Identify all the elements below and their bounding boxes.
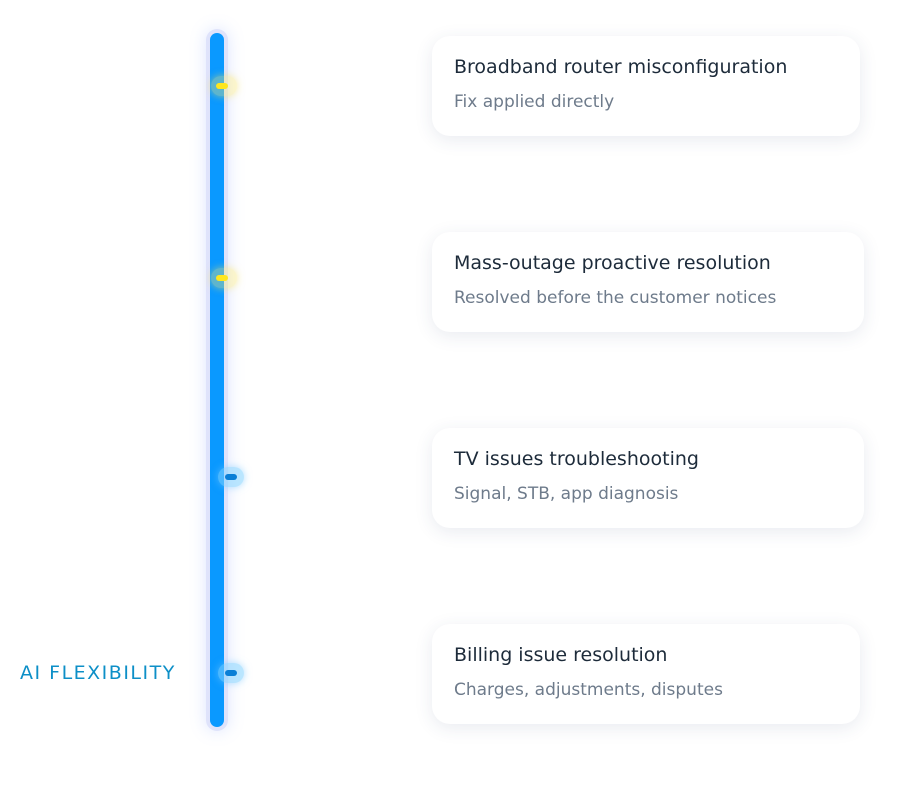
gauge-marker-2-pill — [216, 275, 228, 281]
ai-flexibility-label: AI FLEXIBILITY — [20, 662, 176, 684]
flexibility-gauge-track — [206, 29, 228, 731]
card-subtitle: Fix applied directly — [454, 92, 615, 112]
flexibility-gauge-fill — [210, 33, 224, 727]
gauge-marker-3 — [218, 467, 244, 487]
card-title: Broadband router misconfiguration — [454, 56, 788, 78]
card-title: Billing issue resolution — [454, 644, 668, 666]
card-title: TV issues troubleshooting — [454, 448, 699, 470]
card-subtitle: Resolved before the customer notices — [454, 288, 777, 308]
gauge-marker-1 — [211, 76, 237, 96]
gauge-marker-3-pill — [225, 474, 237, 480]
gauge-marker-4-pill — [225, 670, 237, 676]
card-billing-issue: Billing issue resolution Charges, adjust… — [432, 624, 860, 724]
card-tv-issues: TV issues troubleshooting Signal, STB, a… — [432, 428, 864, 528]
card-title: Mass-outage proactive resolution — [454, 252, 771, 274]
gauge-marker-1-pill — [216, 83, 228, 89]
card-subtitle: Charges, adjustments, disputes — [454, 680, 723, 700]
card-subtitle: Signal, STB, app diagnosis — [454, 484, 679, 504]
gauge-marker-4 — [218, 663, 244, 683]
card-mass-outage: Mass-outage proactive resolution Resolve… — [432, 232, 864, 332]
card-broadband-router: Broadband router misconfiguration Fix ap… — [432, 36, 860, 136]
gauge-marker-2 — [211, 268, 237, 288]
